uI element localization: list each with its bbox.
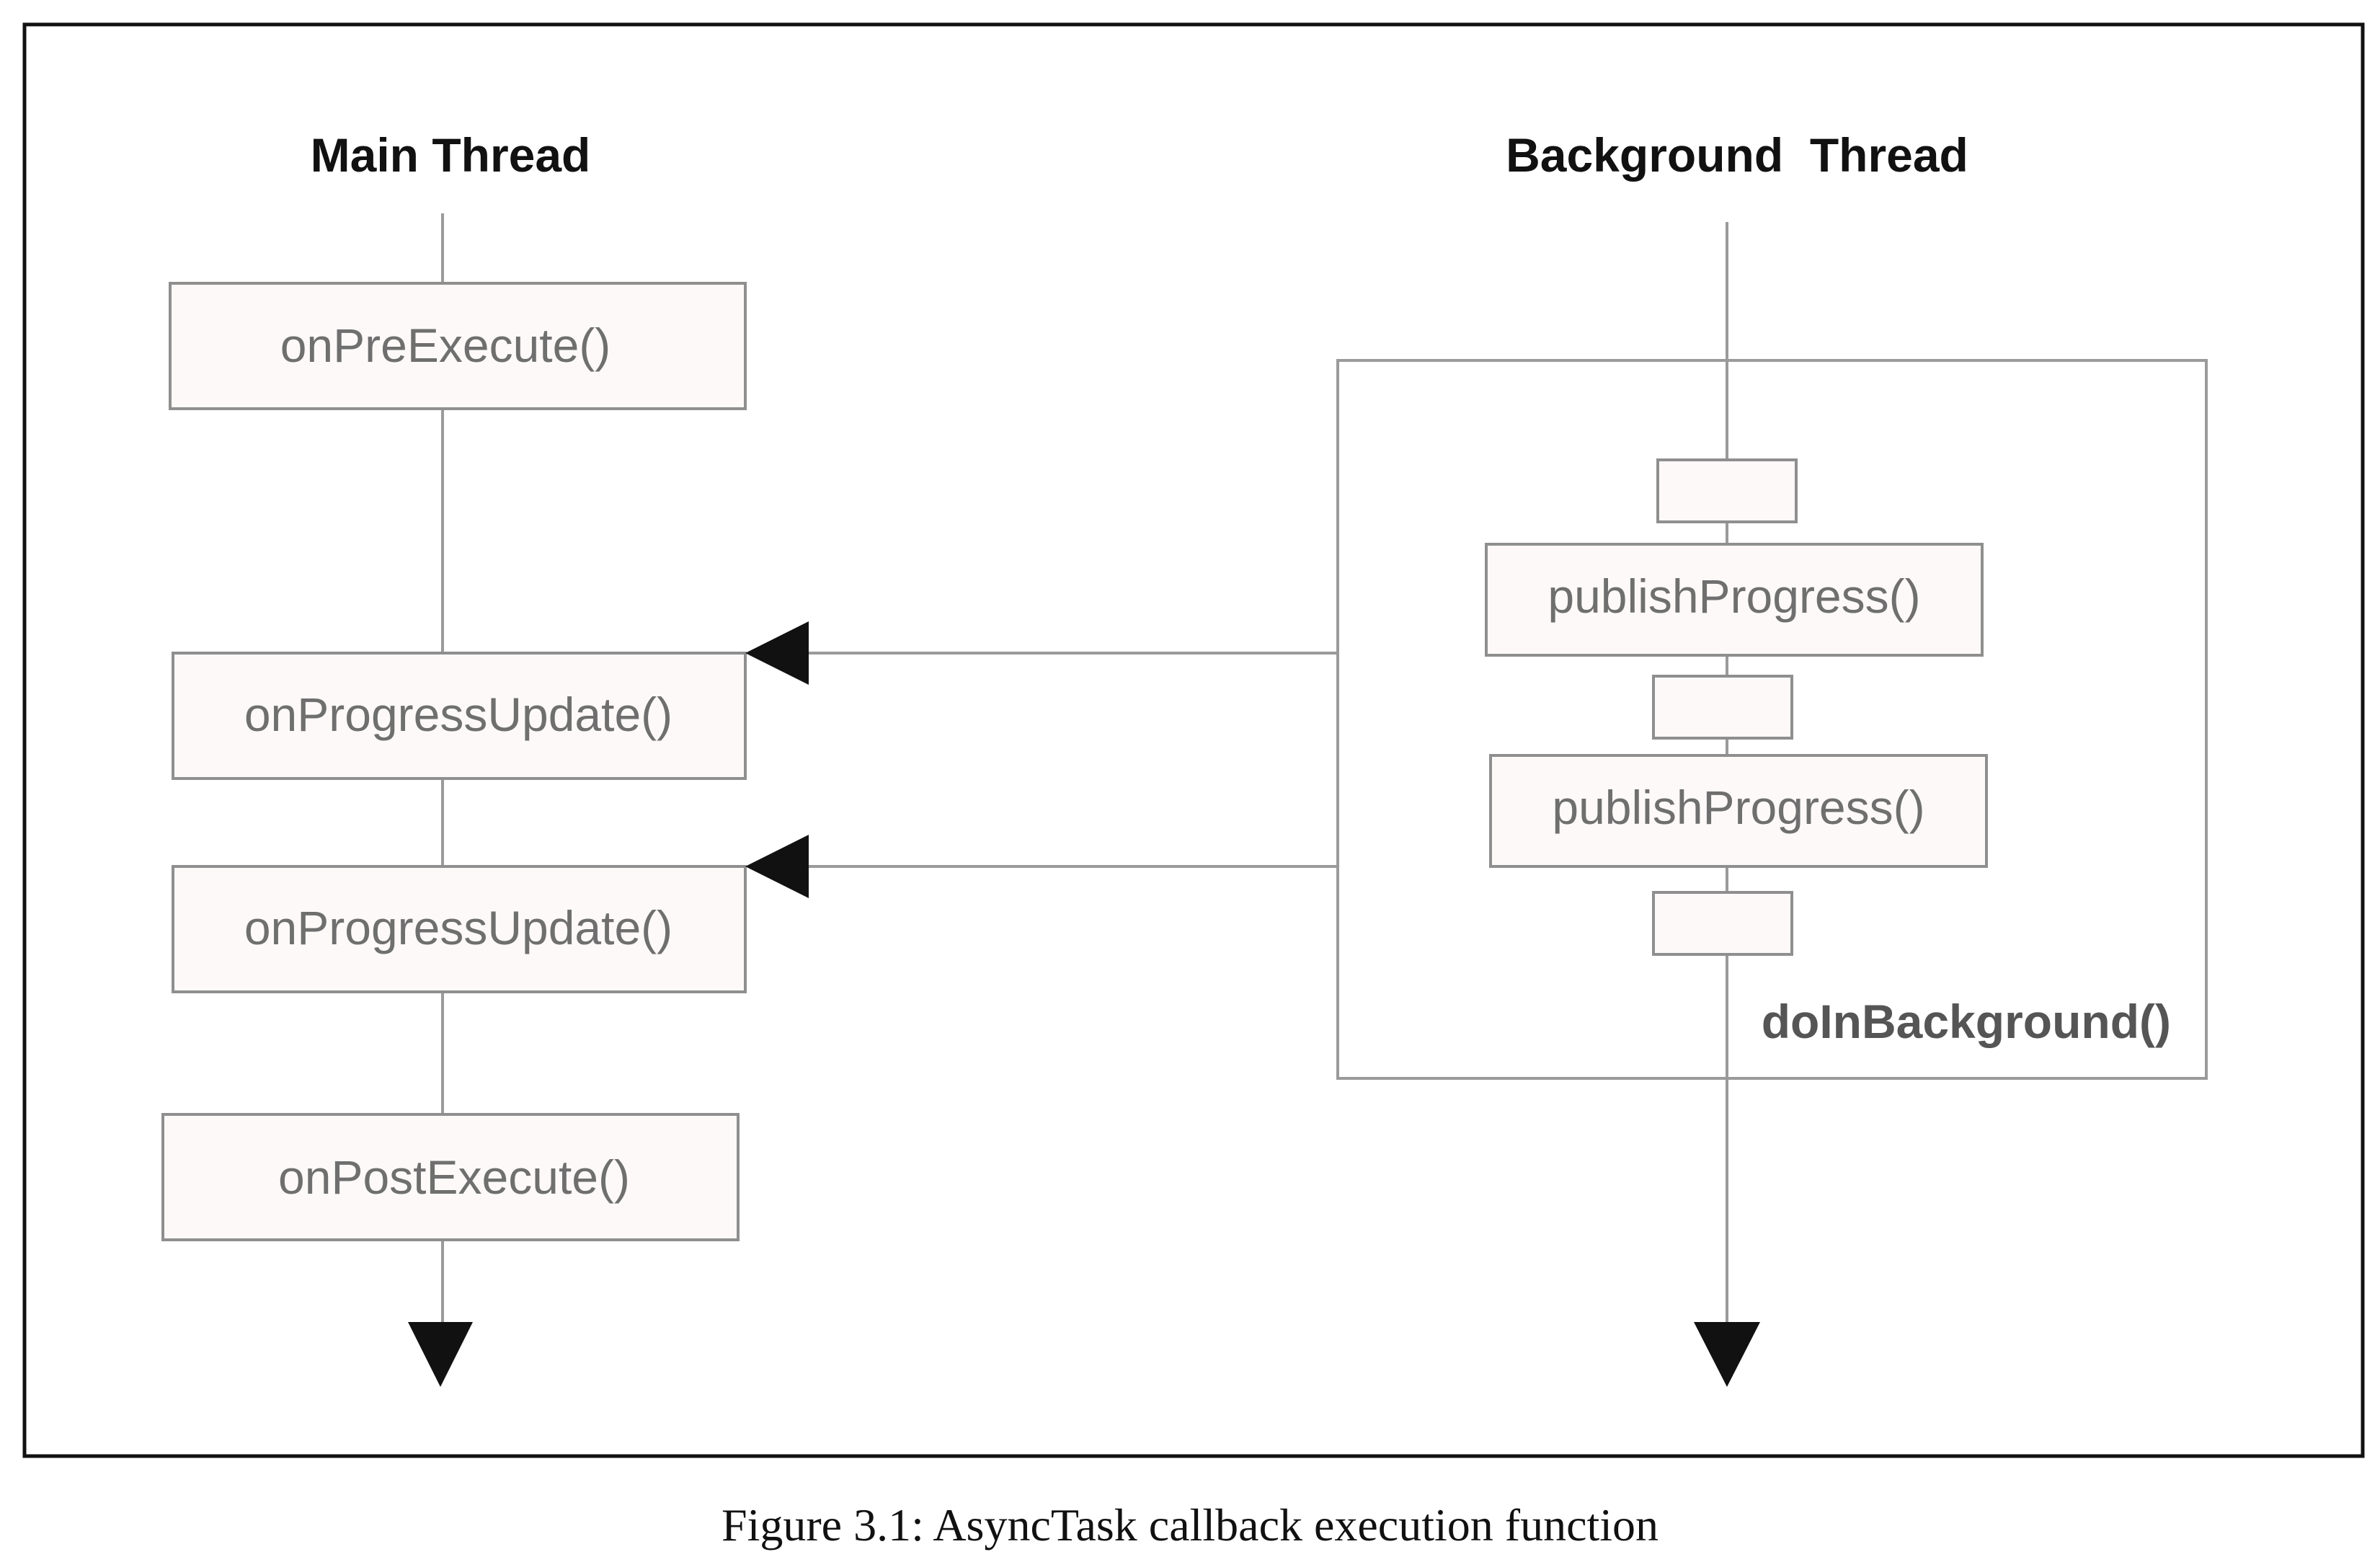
on-post-execute-box xyxy=(161,1113,740,1241)
on-progress-update-label: onProgressUpdate() xyxy=(244,901,672,954)
publish-progress-box xyxy=(1485,543,1984,657)
do-in-background-container xyxy=(1336,359,2208,1080)
on-pre-execute-label: onPreExecute() xyxy=(280,319,611,372)
background-thread-header: Background Thread xyxy=(1506,128,1968,182)
on-progress-update-box xyxy=(172,652,747,780)
on-progress-update-box xyxy=(172,865,747,993)
progress-arrowhead xyxy=(745,621,809,685)
progress-arrowhead xyxy=(745,835,809,898)
main-thread-end-arrowhead xyxy=(408,1322,473,1387)
do-in-background-label: doInBackground() xyxy=(1762,995,2171,1048)
background-thread-end-arrowhead xyxy=(1694,1322,1760,1387)
work-block xyxy=(1656,458,1798,523)
publish-progress-label: publishProgress() xyxy=(1548,569,1920,623)
main-thread-header: Main Thread xyxy=(311,128,591,182)
on-progress-update-label: onProgressUpdate() xyxy=(244,688,672,741)
work-block xyxy=(1652,675,1793,740)
work-block xyxy=(1652,891,1793,956)
figure-caption: Figure 3.1: AsyncTask callback execution… xyxy=(721,1499,1659,1551)
on-pre-execute-box xyxy=(169,282,747,410)
publish-progress-label: publishProgress() xyxy=(1552,781,1924,834)
publish-progress-box xyxy=(1489,754,1988,868)
on-post-execute-label: onPostExecute() xyxy=(278,1150,630,1204)
